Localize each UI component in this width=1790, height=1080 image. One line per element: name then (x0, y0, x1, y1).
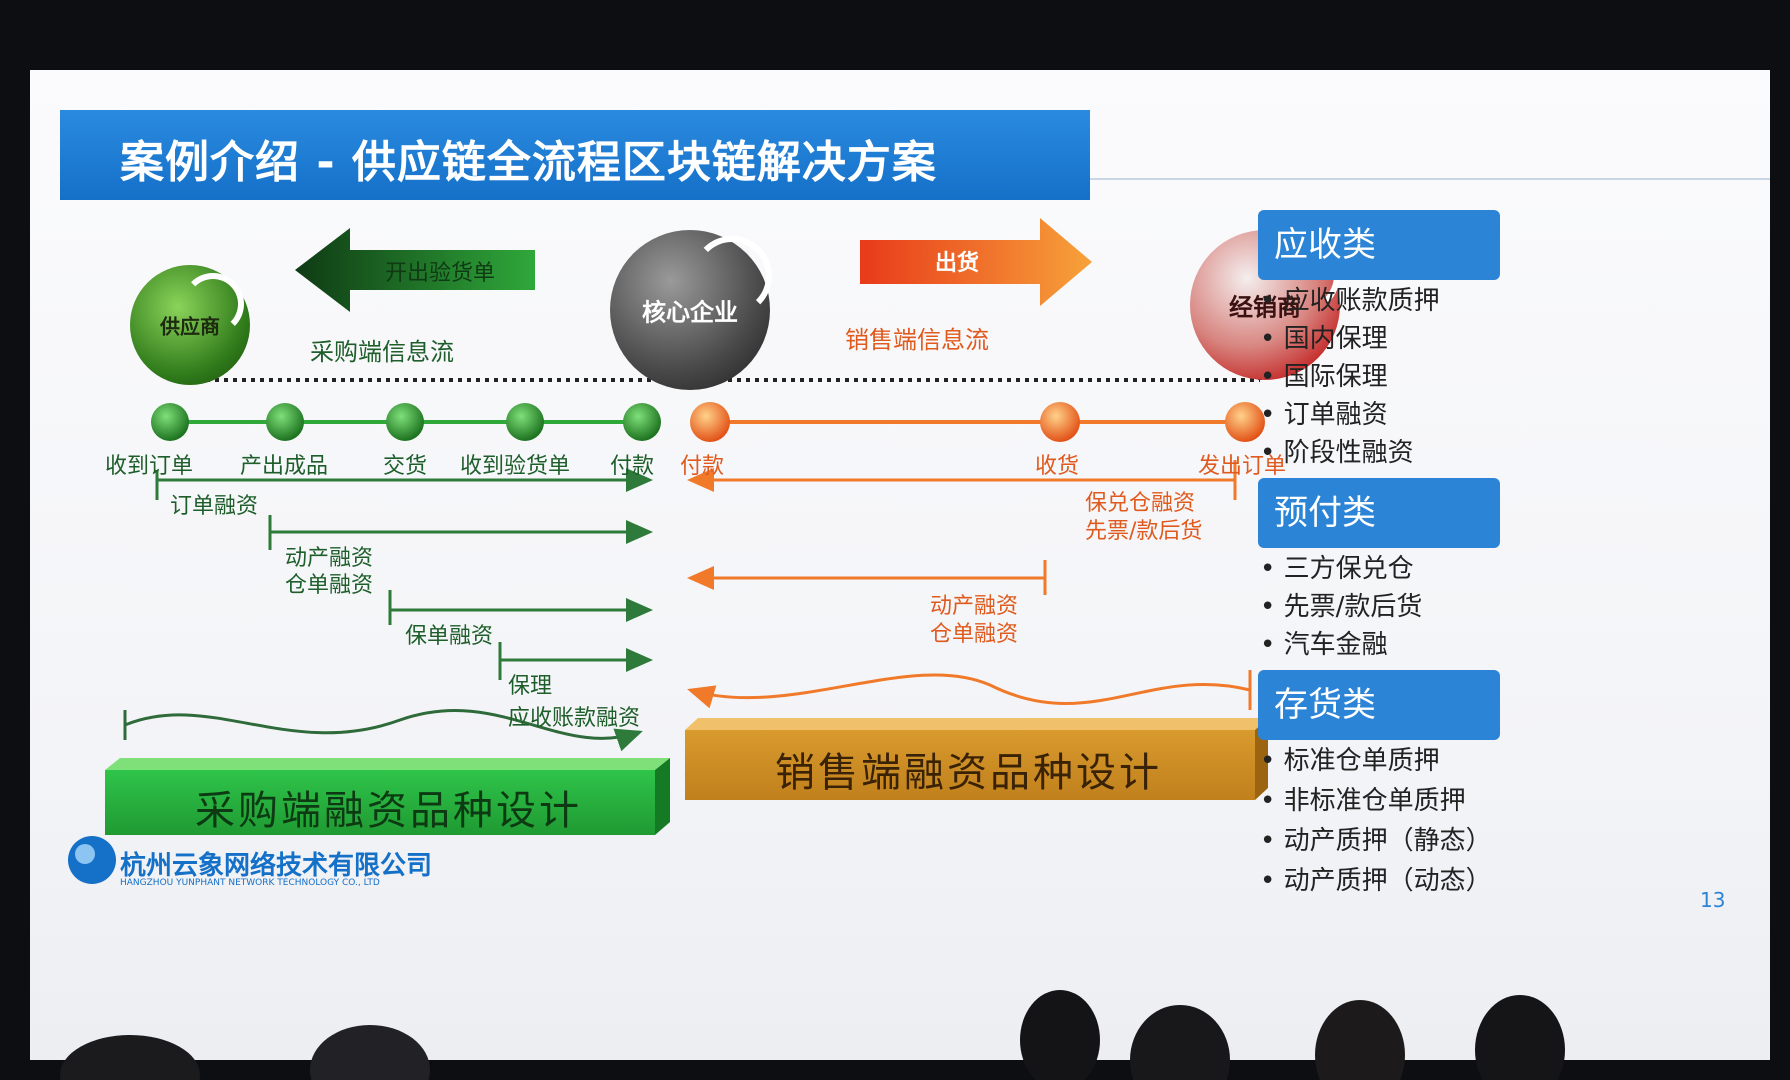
title-bar: 案例介绍 - 供应链全流程区块链解决方案 (60, 110, 1090, 200)
company-name-en: HANGZHOU YUNPHANT NETWORK TECHNOLOGY CO.… (120, 878, 380, 888)
purchase-node (386, 403, 424, 441)
category-item: • 国内保理 (1260, 324, 1388, 354)
issue-receipt-label: 开出验货单 (385, 261, 496, 286)
category-header-inventory: 存货类 (1258, 670, 1500, 740)
category-item: • 先票/款后货 (1260, 592, 1423, 622)
category-item: • 标准仓单质押 (1260, 746, 1440, 776)
title-rule (1090, 178, 1770, 180)
purchase-wave (123, 710, 640, 740)
page-number: 13 (1700, 888, 1726, 912)
supplier-node: 供应商 (130, 265, 250, 385)
category-item: • 阶段性融资 (1260, 438, 1414, 468)
category-header-prepaid: 预付类 (1258, 478, 1500, 548)
finance-label: 先票/款后货 (1085, 519, 1203, 544)
supplier-label: 供应商 (160, 314, 220, 339)
timeline-label: 收到订单 (105, 454, 194, 479)
purchase-block-label: 采购端融资品种设计 (195, 788, 582, 834)
flow-diagram (68, 218, 1276, 884)
purchase-node (151, 403, 189, 441)
ship-label: 出货 (935, 251, 980, 276)
category-item: • 订单融资 (1260, 400, 1388, 430)
category-item: • 非标准仓单质押 (1260, 786, 1466, 816)
issue-receipt-arrow (295, 228, 535, 312)
core-enterprise-node: 核心企业 (610, 230, 772, 390)
sales-node (1225, 402, 1265, 442)
audience-silhouettes (60, 990, 1565, 1080)
core-enterprise-label: 核心企业 (642, 298, 738, 327)
dealer-label: 经销商 (1229, 293, 1301, 322)
sales-block-label: 销售端融资品种设计 (775, 750, 1162, 796)
finance-label: 动产融资 (930, 594, 1019, 619)
timeline-label: 发出订单 (1198, 454, 1287, 479)
timeline-label: 产出成品 (240, 454, 329, 479)
category-item: • 三方保兑仓 (1260, 554, 1414, 584)
finance-label: 动产融资 (285, 546, 374, 571)
ship-arrow (860, 218, 1092, 306)
category-item: • 汽车金融 (1260, 630, 1388, 660)
sales-node (1040, 402, 1080, 442)
timeline-label: 收到验货单 (460, 454, 571, 479)
category-item: • 国际保理 (1260, 362, 1388, 392)
slide-title: 案例介绍 - 供应链全流程区块链解决方案 (120, 137, 937, 188)
sales-node (690, 402, 730, 442)
company-name: 杭州云象网络技术有限公司 (120, 851, 433, 881)
purchase-node (506, 403, 544, 441)
sales-info-label: 销售端信息流 (845, 326, 989, 354)
finance-label: 应收账款融资 (508, 706, 641, 731)
finance-label: 保单融资 (405, 624, 494, 649)
timeline-label: 付款 (610, 454, 655, 479)
purchase-node (266, 403, 304, 441)
sales-block (685, 718, 1268, 800)
node-highlight (182, 273, 244, 335)
finance-label: 仓单融资 (930, 622, 1019, 647)
category-item: • 应收账款质押 (1260, 286, 1440, 316)
purchase-node (623, 403, 661, 441)
sales-wave (690, 670, 1252, 710)
finance-label: 保理 (508, 674, 553, 699)
timeline-label: 收货 (1035, 454, 1080, 479)
purchase-info-label: 采购端信息流 (310, 338, 454, 366)
timeline-label: 付款 (680, 454, 725, 479)
category-item: • 动产质押（动态） (1260, 866, 1492, 896)
category-header-receivable: 应收类 (1258, 210, 1500, 280)
node-highlight (692, 236, 772, 316)
finance-label: 仓单融资 (285, 573, 374, 598)
finance-label: 订单融资 (170, 494, 259, 519)
finance-label: 保兑仓融资 (1085, 491, 1196, 516)
presentation-slide: 案例介绍 - 供应链全流程区块链解决方案 (30, 70, 1770, 1060)
category-item: • 动产质押（静态） (1260, 826, 1492, 856)
purchase-block (105, 758, 670, 835)
timeline-label: 交货 (383, 454, 428, 479)
